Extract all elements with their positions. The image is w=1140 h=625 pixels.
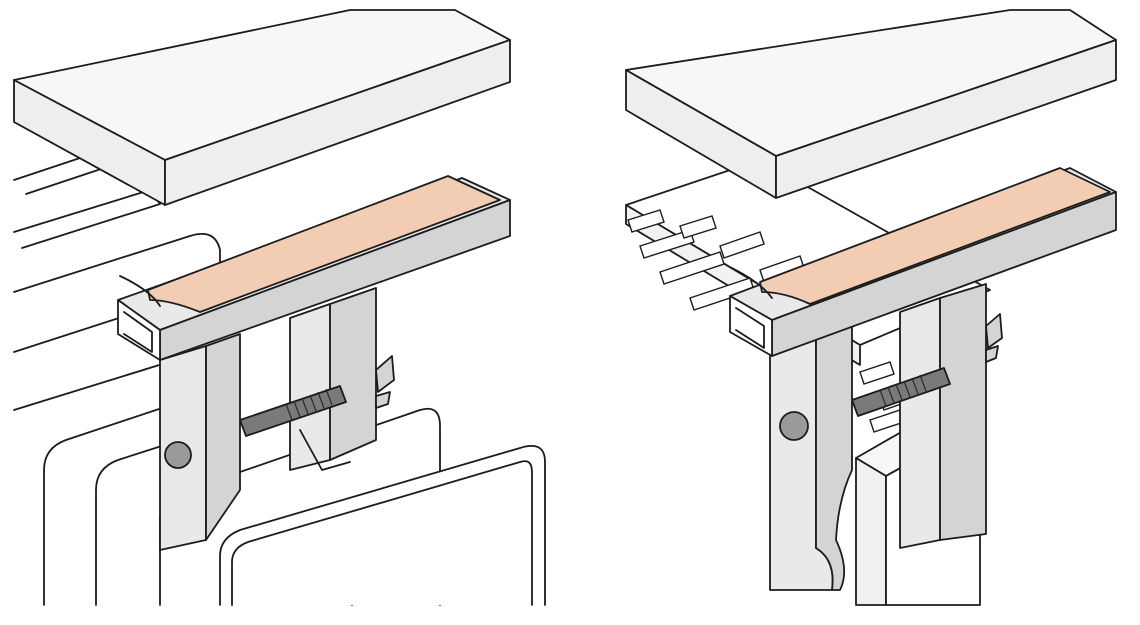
right-panel [625, 9, 1117, 606]
right-clamp-back-jaw [899, 283, 987, 549]
right-channel-bar [729, 167, 1117, 357]
right-clamp-front-jaw [769, 319, 853, 591]
right-clamp-screw [851, 313, 1003, 417]
right-pivot-pin [779, 411, 809, 441]
left-clamp-screw [239, 355, 395, 437]
left-adhesive-tape [147, 175, 501, 313]
left-clamp-back-jaw [289, 287, 377, 471]
left-pivot-pin [164, 441, 192, 469]
left-worktop [13, 9, 511, 206]
right-worktop [625, 9, 1117, 199]
right-adhesive-tape [759, 167, 1111, 305]
left-channel-bar [117, 175, 511, 361]
left-panel [13, 9, 546, 606]
left-clamp-front-jaw [159, 333, 241, 551]
